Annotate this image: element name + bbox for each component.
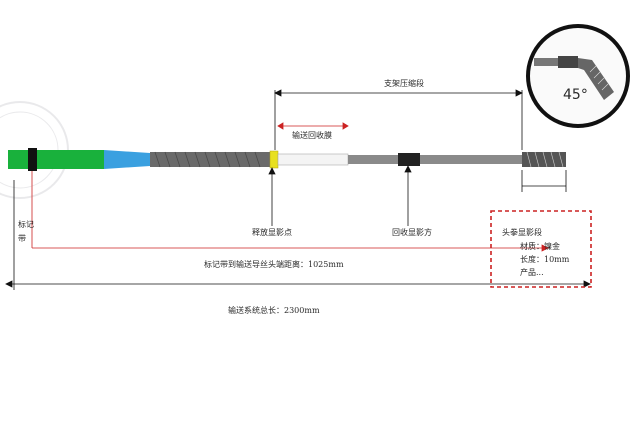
marker-ring-label: 标记 xyxy=(18,220,34,229)
release-marker-band xyxy=(269,150,279,169)
recovery-film-dim xyxy=(277,122,349,130)
marker-distance-label: 标记带到输送导丝头端距离：1025mm xyxy=(204,260,344,269)
support-dim xyxy=(274,89,523,150)
green-sheath xyxy=(8,150,104,169)
material-label: 材质：镍金 xyxy=(520,242,560,251)
partial-label: 产品... xyxy=(520,268,544,277)
head-detail-box xyxy=(490,210,592,288)
zoom-inset xyxy=(526,24,630,128)
recovery-marker xyxy=(398,153,420,166)
total-length-line xyxy=(5,280,591,288)
braided-shaft xyxy=(150,152,270,167)
marker-distance-line xyxy=(31,171,549,252)
blue-taper xyxy=(104,150,150,169)
recovery-mark-label: 回收显影方 xyxy=(392,228,432,237)
length-label: 长度：10mm xyxy=(520,255,570,264)
release-point-label: 释放显影点 xyxy=(252,228,292,237)
support-segment-label: 支架压缩段 xyxy=(384,79,424,88)
marker-ring-label-2: 带 xyxy=(18,234,26,243)
inner-shaft xyxy=(348,155,522,164)
catheter-body xyxy=(8,148,566,171)
black-marker-band xyxy=(28,148,37,171)
pointer-lines xyxy=(13,165,567,290)
recovery-film-label: 输送回收膜 xyxy=(292,131,332,140)
recovery-film-sheath xyxy=(277,153,349,166)
head-section xyxy=(522,152,566,167)
total-length-label: 输送系统总长：2300mm xyxy=(228,306,320,315)
head-section-label: 头拳显影段 xyxy=(502,228,542,237)
angle-label: 45° xyxy=(563,87,588,103)
